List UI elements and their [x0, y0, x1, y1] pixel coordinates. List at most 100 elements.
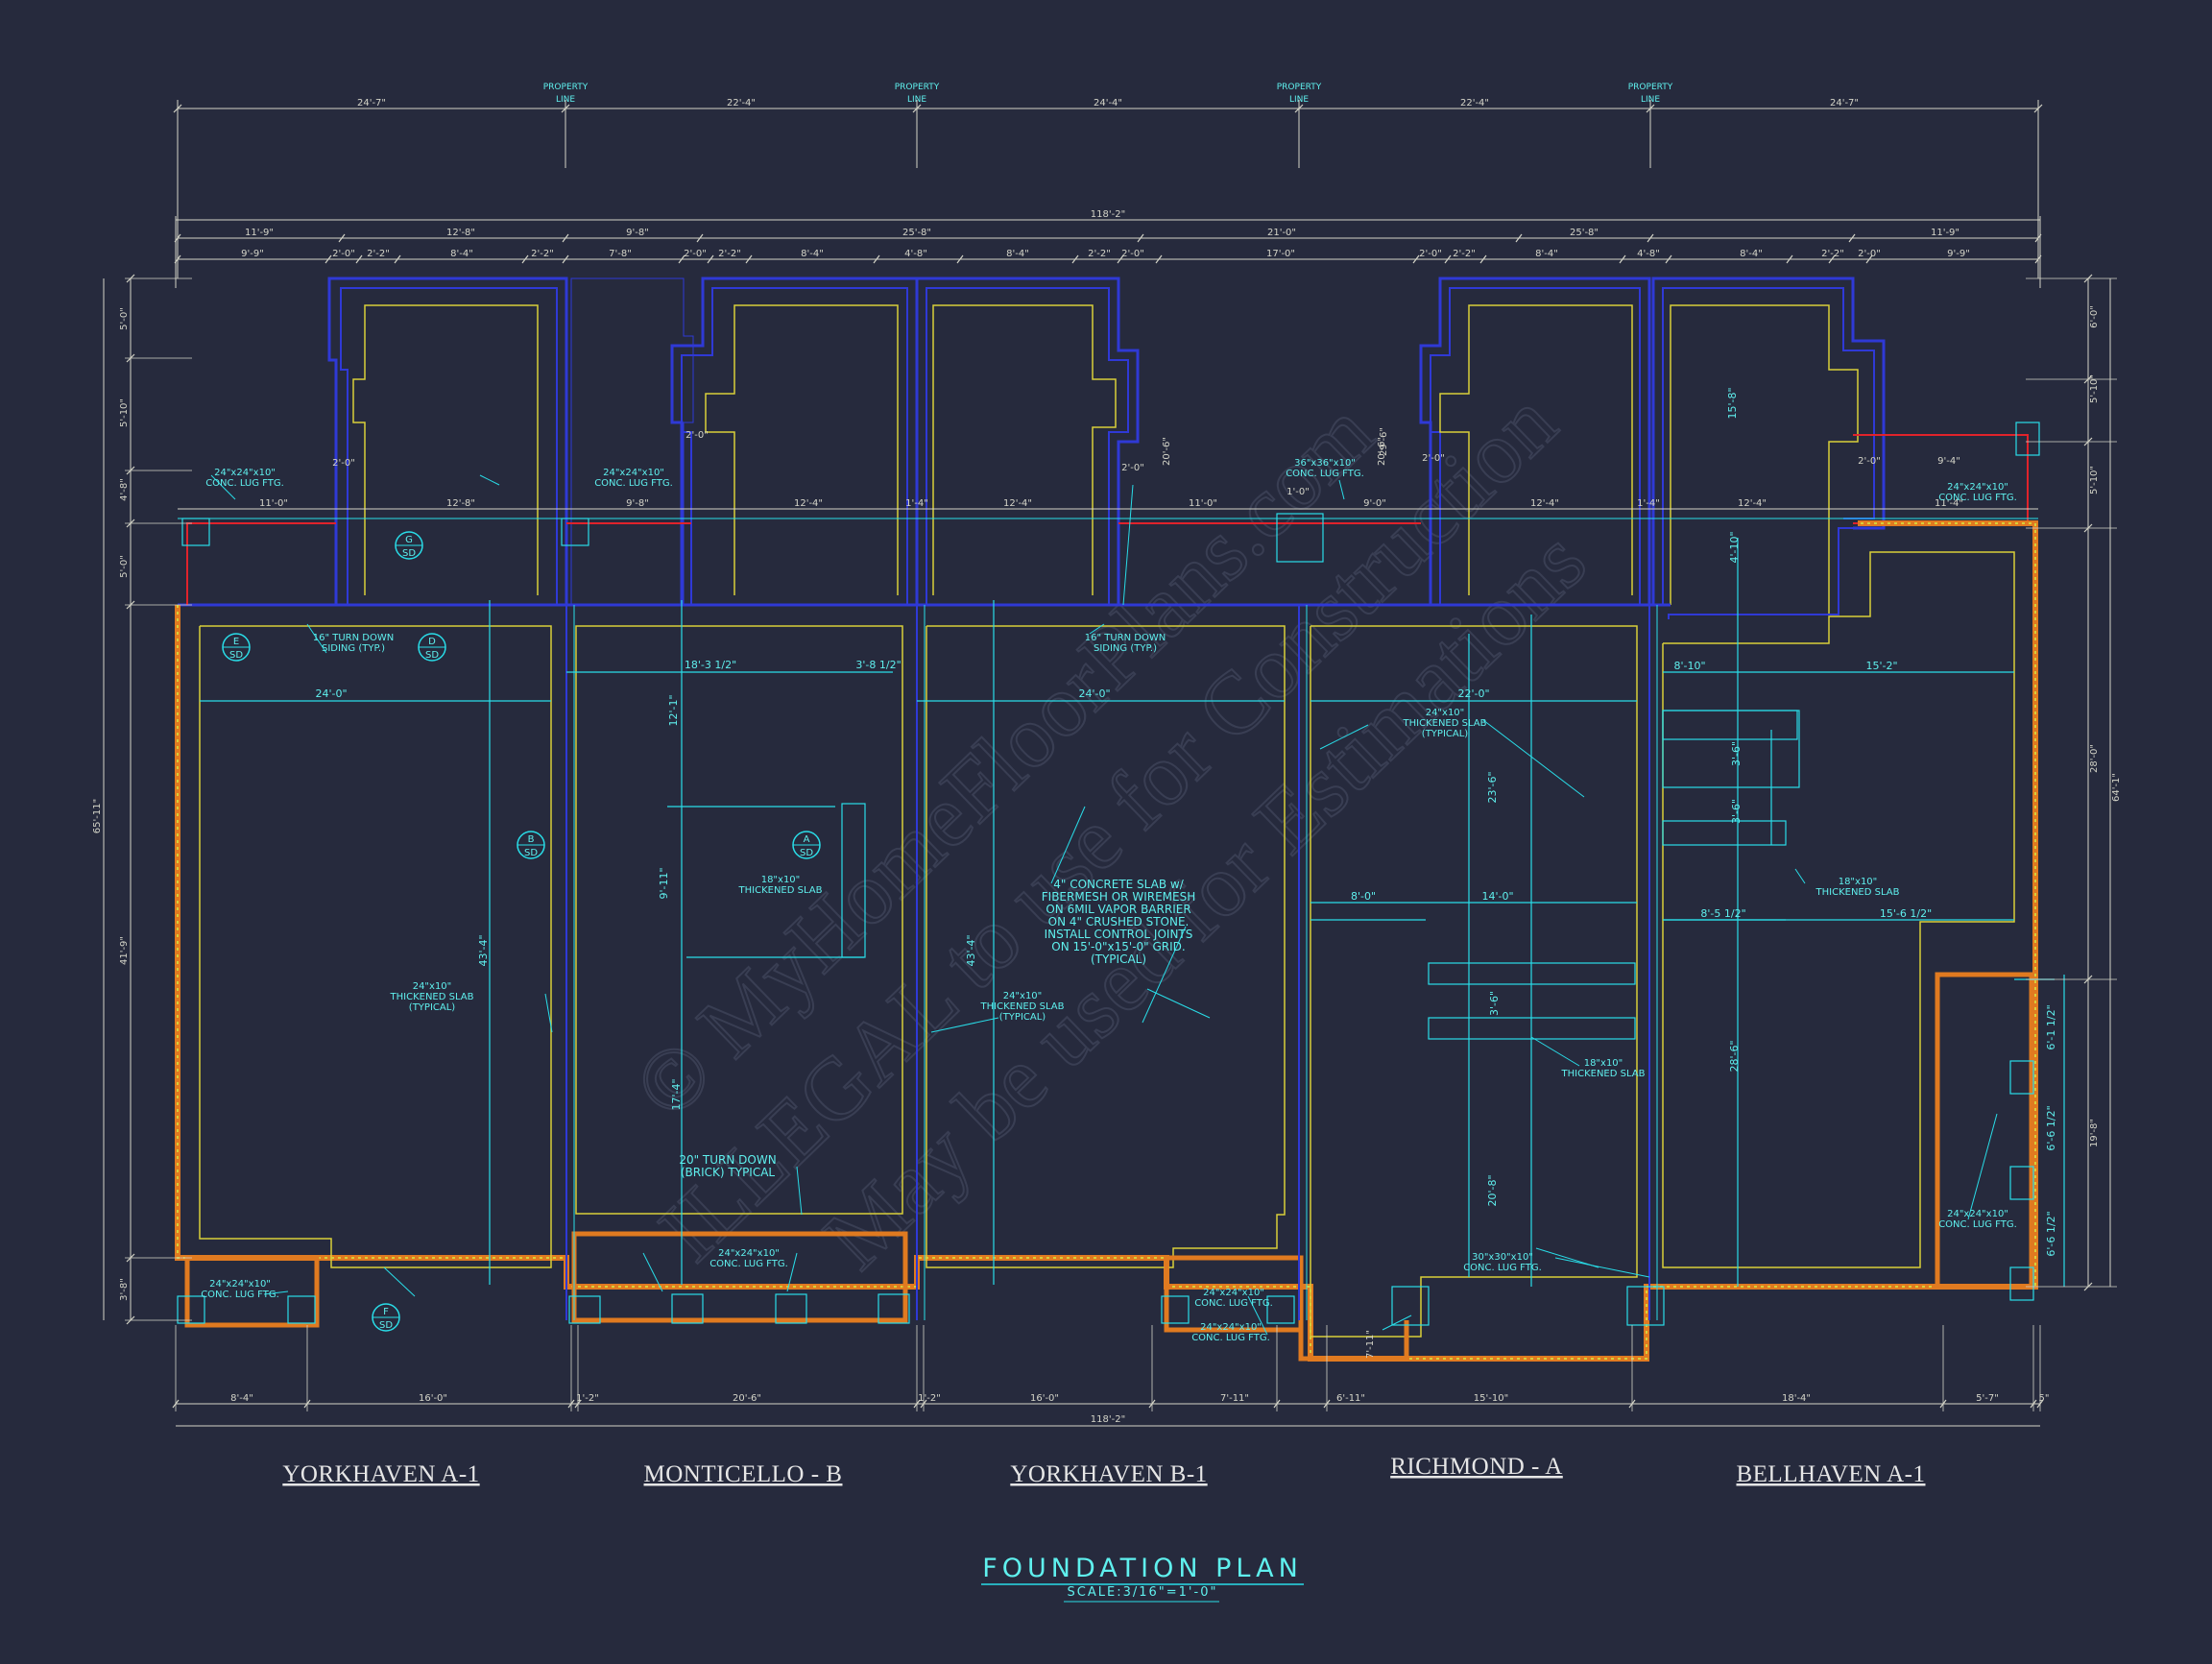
dim-tick	[678, 254, 685, 264]
dim-tick	[1444, 254, 1452, 264]
dim-text: 11'-0"	[1189, 498, 1217, 509]
dim-tick	[1828, 254, 1836, 264]
dim-text: 11'-9"	[1931, 228, 1960, 238]
dim-text-right: 64'-1"	[2111, 773, 2122, 802]
note-thickened-slab: THICKENED SLAB	[390, 992, 474, 1002]
dim-text: 8'-4"	[1535, 249, 1558, 259]
section-bubble-letter: G	[405, 535, 413, 545]
dim-text: 2'-2"	[367, 249, 390, 259]
dim-text: 5"	[2039, 1393, 2050, 1404]
foundation-wall	[340, 287, 558, 605]
dim-text: 7'-11"	[1220, 1393, 1249, 1404]
dim-text: 20'-6"	[1162, 437, 1172, 466]
slab-edge	[1662, 551, 2015, 1268]
note-leader	[786, 1252, 798, 1292]
dim-text: 9'-9"	[1947, 249, 1970, 259]
apron	[1935, 972, 2034, 1290]
property-line-label: LINE	[1641, 95, 1660, 105]
property-line-label: LINE	[556, 95, 575, 105]
note-leader	[1146, 988, 1211, 1019]
property-line-label: PROPERTY	[1628, 83, 1673, 92]
section-bubble-sheet: SD	[800, 848, 813, 858]
note-concrete-slab: ON 6MIL VAPOR BARRIER	[1046, 903, 1190, 916]
dim-text-right: 19'-8"	[2089, 1119, 2100, 1147]
dim-text: 20'-6"	[1377, 437, 1387, 466]
foundation-wall	[915, 277, 1140, 605]
dim-text-interior: 15'-2"	[1865, 660, 1897, 672]
dim-text-left: 3'-8"	[119, 1278, 130, 1301]
dim-text-interior: 22'-0"	[1457, 687, 1489, 700]
dim-tick	[1665, 254, 1672, 264]
note-concrete-slab: FIBERMESH OR WIREMESH	[1042, 890, 1195, 904]
dim-tick	[174, 254, 181, 264]
dim-tick	[561, 104, 570, 113]
dim-text: 2'-0"	[1121, 463, 1144, 473]
dim-tick	[912, 104, 922, 113]
section-bubble-letter: E	[233, 637, 239, 647]
dim-text: 15'-10"	[1474, 1393, 1508, 1404]
lug-footing	[1391, 1286, 1430, 1326]
dim-tick	[394, 254, 401, 264]
note-lug-ftg: CONC. LUG FTG.	[205, 478, 284, 489]
note-thickened-slab: 24"x10"	[1426, 708, 1465, 718]
thickened-slab	[1662, 820, 1787, 846]
note-leader	[1482, 719, 1585, 798]
note-leader	[1142, 926, 1187, 1024]
lug-footing	[2015, 422, 2040, 456]
note-turn-down: 16" TURN DOWN	[1085, 633, 1166, 643]
dim-text: 2'-0"	[1858, 456, 1881, 467]
slab-edge	[199, 625, 552, 1268]
dim-text: 8'-4"	[1006, 249, 1029, 259]
section-bubble-letter: B	[528, 834, 535, 845]
lug-footing	[287, 1295, 316, 1324]
dim-text: 2'-2"	[1453, 249, 1476, 259]
note-thickened-slab: THICKENED SLAB	[738, 885, 823, 896]
dim-text: 29'-6"	[1379, 427, 1389, 456]
note-turn-down: 16" TURN DOWN	[313, 633, 394, 643]
note-concrete-slab: (TYPICAL)	[1091, 953, 1146, 966]
note-lug-ftg: CONC. LUG FTG.	[1938, 493, 2017, 503]
dim-text-interior: 15'-8"	[1726, 387, 1739, 419]
dim-tick	[2034, 254, 2042, 264]
dim-tick	[173, 104, 182, 113]
note-thickened-slab: (TYPICAL)	[409, 1002, 455, 1013]
dim-text: 2'-2"	[718, 249, 741, 259]
dim-text-interior: 3'-6"	[1730, 799, 1743, 824]
dim-tick	[956, 254, 964, 264]
dim-text-interior: 20'-8"	[1486, 1174, 1499, 1206]
dim-tick	[1619, 254, 1626, 264]
apron	[1298, 1320, 1409, 1362]
dim-text: 16'-0"	[419, 1393, 447, 1404]
note-thickened-slab: 18"x10"	[1839, 877, 1878, 887]
dim-tick	[1786, 254, 1793, 264]
dim-text: 24'-7"	[1830, 98, 1859, 109]
foundation-wall	[681, 287, 908, 605]
note-lug-ftg: CONC. LUG FTG.	[1286, 469, 1364, 479]
slab-edge	[1670, 304, 1859, 615]
note-lug-ftg: CONC. LUG FTG.	[1191, 1333, 1270, 1343]
dim-text: 2'-0"	[684, 249, 707, 259]
note-leader	[1338, 479, 1345, 500]
dim-tick	[696, 233, 704, 243]
lug-footing	[878, 1293, 910, 1324]
note-leader	[1794, 868, 1806, 884]
note-lug-ftg: 24"x24"x10"	[1947, 1209, 2008, 1219]
note-thickened-slab: THICKENED SLAB	[1403, 718, 1487, 729]
section-bubble-sheet: SD	[229, 650, 243, 661]
slab-edge	[1310, 625, 1638, 1338]
note-lug-ftg: CONC. LUG FTG.	[1194, 1298, 1273, 1309]
note-leader	[383, 1266, 416, 1297]
thickened-slab	[1662, 710, 1798, 740]
foundation-wall	[1662, 287, 1875, 605]
dim-text: 12'-4"	[794, 498, 823, 509]
note-lug-ftg: 24"x24"x10"	[209, 1279, 271, 1290]
lug-footing	[2009, 1266, 2034, 1301]
dim-text: 2'-0"	[1422, 453, 1445, 464]
section-bubble-sheet: SD	[379, 1320, 393, 1331]
none	[570, 277, 694, 605]
dim-tick	[745, 254, 753, 264]
dim-tick	[2034, 233, 2042, 243]
dim-tick	[338, 233, 346, 243]
dim-text: 16'-0"	[1030, 1393, 1059, 1404]
note-leader	[796, 1166, 803, 1216]
